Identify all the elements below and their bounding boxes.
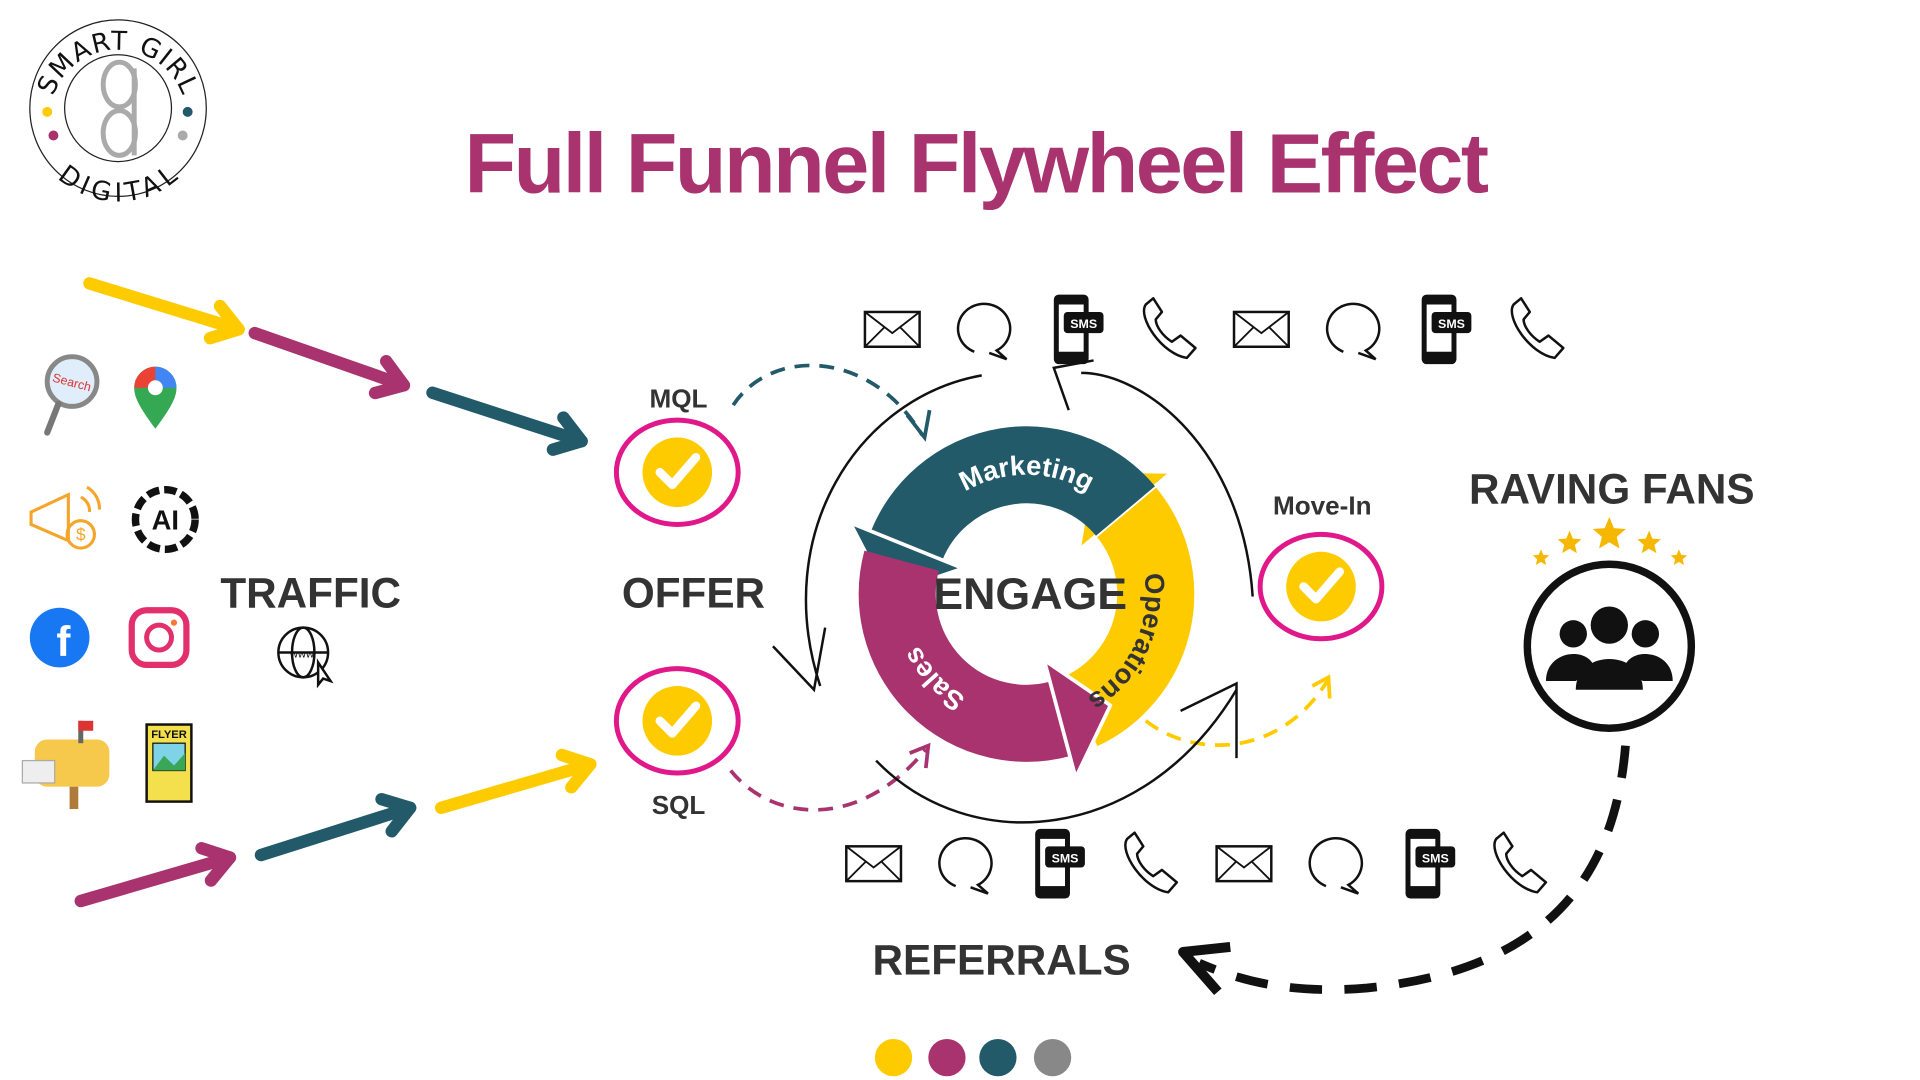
color-dot bbox=[874, 1038, 913, 1077]
traffic-label: TRAFFIC bbox=[220, 570, 401, 617]
sms-icon: SMS bbox=[1421, 294, 1472, 365]
operations-to-move-in-dashed-arrow bbox=[1144, 680, 1329, 747]
star-icon bbox=[1637, 530, 1661, 554]
star-icon bbox=[1557, 530, 1582, 554]
phone-icon bbox=[1124, 831, 1179, 894]
chat-icon bbox=[956, 302, 1012, 361]
google-maps-icon bbox=[134, 366, 177, 429]
star-icon bbox=[1670, 549, 1688, 566]
phone-icon bbox=[1142, 297, 1197, 360]
svg-text:SMS: SMS bbox=[1422, 851, 1449, 865]
outer-cycle-arrows bbox=[772, 359, 1254, 824]
email-icon bbox=[863, 310, 921, 348]
phone-icon bbox=[1493, 831, 1548, 894]
svg-text:SMS: SMS bbox=[1052, 851, 1079, 865]
page-title: Full Funnel Flywheel Effect bbox=[464, 117, 1488, 211]
chat-icon bbox=[1308, 837, 1364, 895]
traffic-arrows bbox=[74, 277, 597, 908]
svg-text:SMS: SMS bbox=[1438, 317, 1465, 331]
traffic-arrow bbox=[74, 842, 237, 908]
move-in-label: Move-In bbox=[1273, 491, 1372, 521]
sql-to-sales-dashed-arrow bbox=[729, 748, 928, 812]
sql-label: SQL bbox=[652, 790, 706, 820]
raving-fans-label: RAVING FANS bbox=[1469, 465, 1755, 512]
svg-text:AI: AI bbox=[152, 504, 179, 535]
sms-icon: SMS bbox=[1405, 828, 1456, 899]
traffic-arrow bbox=[434, 748, 597, 815]
raving-fans-icon bbox=[1523, 560, 1696, 732]
star-icon bbox=[1532, 549, 1550, 566]
megaphone-money-icon: $ bbox=[29, 485, 101, 550]
referrals-label: REFERRALS bbox=[873, 936, 1131, 983]
svg-text:FLYER: FLYER bbox=[151, 729, 187, 741]
svg-text:f: f bbox=[56, 618, 71, 665]
color-dot bbox=[979, 1038, 1017, 1077]
sql-check-icon bbox=[613, 666, 741, 776]
flyer-icon: FLYER bbox=[145, 723, 193, 803]
sms-icon: SMS bbox=[1035, 828, 1085, 899]
website-globe-icon: www bbox=[277, 626, 334, 689]
referrals-dashed-arrow bbox=[1197, 745, 1630, 994]
svg-text:SMS: SMS bbox=[1070, 317, 1097, 331]
svg-text:www: www bbox=[289, 648, 315, 660]
mailbox-icon bbox=[21, 720, 110, 810]
email-icon bbox=[845, 845, 903, 883]
search-icon: Search bbox=[44, 354, 100, 436]
smart-girl-digital-logo: SMART GIRL DIGITAL bbox=[29, 19, 207, 209]
move-in-check-icon bbox=[1257, 531, 1385, 642]
traffic-arrow bbox=[83, 277, 245, 345]
offer-label: OFFER bbox=[622, 570, 765, 617]
sms-icon: SMS bbox=[1053, 294, 1104, 365]
color-dot bbox=[1033, 1038, 1072, 1077]
color-dot bbox=[928, 1038, 966, 1077]
color-dots bbox=[874, 1038, 1072, 1077]
star-icon bbox=[1592, 517, 1626, 549]
facebook-icon: f bbox=[29, 607, 90, 668]
email-icon bbox=[1232, 310, 1290, 348]
five-star-rating bbox=[1532, 517, 1688, 566]
email-icon bbox=[1215, 845, 1273, 883]
ai-icon: AI bbox=[131, 485, 199, 554]
mql-check-icon bbox=[613, 417, 741, 527]
mql-to-marketing-dashed-arrow bbox=[731, 363, 924, 436]
engage-label: ENGAGE bbox=[933, 570, 1127, 619]
traffic-arrow bbox=[248, 326, 411, 400]
chat-icon bbox=[1325, 302, 1381, 361]
instagram-icon bbox=[128, 607, 190, 668]
traffic-arrow bbox=[254, 792, 417, 862]
svg-text:$: $ bbox=[76, 525, 86, 545]
traffic-arrow bbox=[426, 386, 588, 456]
phone-icon bbox=[1510, 297, 1565, 360]
mql-label: MQL bbox=[650, 384, 708, 414]
sales-arrow bbox=[858, 550, 1113, 780]
chat-icon bbox=[938, 837, 993, 895]
glasses-icon bbox=[100, 59, 138, 158]
